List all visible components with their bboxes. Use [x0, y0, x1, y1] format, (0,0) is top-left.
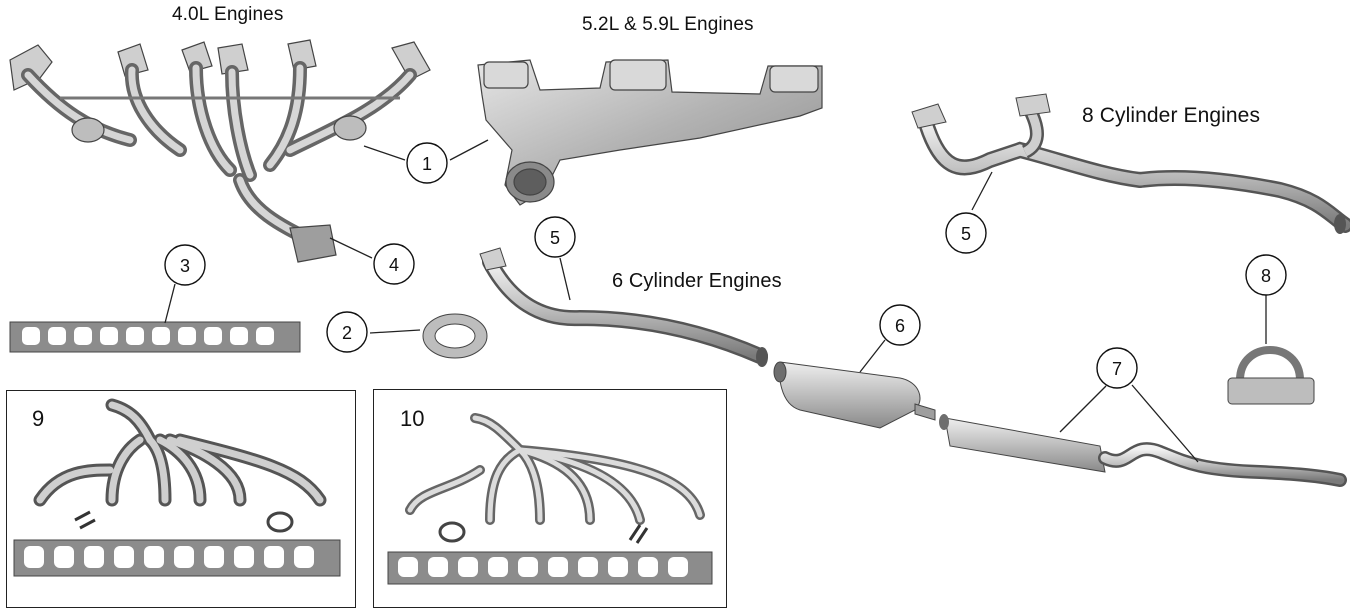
header-4-0l	[9, 39, 431, 263]
callout-circle-1	[406, 142, 448, 184]
label-4-0l-engines: 4.0L Engines	[172, 4, 284, 25]
callout-circle-5-eight	[945, 212, 987, 254]
header-kit-9	[13, 398, 341, 577]
callout-circle-6	[879, 304, 921, 346]
callout-numbers: 1 2 3 4 5 5 6 7 8	[180, 154, 1271, 379]
exhaust-seal-ring	[422, 313, 488, 359]
callout-1: 1	[422, 154, 432, 174]
callout-leaders	[164, 139, 1267, 463]
muffler-tailpipe	[939, 414, 1347, 487]
callout-5-six: 5	[550, 228, 560, 248]
callout-4: 4	[389, 255, 399, 275]
kit-number-9: 9	[32, 406, 45, 431]
callout-3: 3	[180, 256, 190, 276]
callout-5-eight: 5	[961, 224, 971, 244]
kit-number-10: 10	[400, 406, 425, 431]
callout-circle-8	[1245, 254, 1287, 296]
gasket-4-0l	[9, 321, 301, 353]
label-6-cylinder-engines: 6 Cylinder Engines	[612, 270, 782, 292]
callout-2: 2	[342, 323, 352, 343]
y-pipe-8-cylinder	[911, 93, 1350, 234]
manifold-5-2l-5-9l	[477, 59, 823, 206]
catalytic-converter	[773, 361, 936, 429]
callout-circle-5-six	[534, 216, 576, 258]
callout-circle-7	[1096, 347, 1138, 389]
down-pipe-6-cylinder	[479, 247, 768, 367]
callout-circle-4	[373, 243, 415, 285]
callout-circle-2	[326, 311, 368, 353]
callout-8: 8	[1261, 266, 1271, 286]
u-bolt-clamp	[1227, 346, 1315, 405]
callout-circles	[164, 142, 1287, 389]
callout-6: 6	[895, 316, 905, 336]
callout-circle-3	[164, 244, 206, 286]
label-8-cylinder-engines: 8 Cylinder Engines	[1082, 104, 1261, 127]
header-kit-10	[387, 413, 713, 585]
label-5-2l-5-9l-engines: 5.2L & 5.9L Engines	[582, 14, 754, 35]
callout-7: 7	[1112, 359, 1122, 379]
